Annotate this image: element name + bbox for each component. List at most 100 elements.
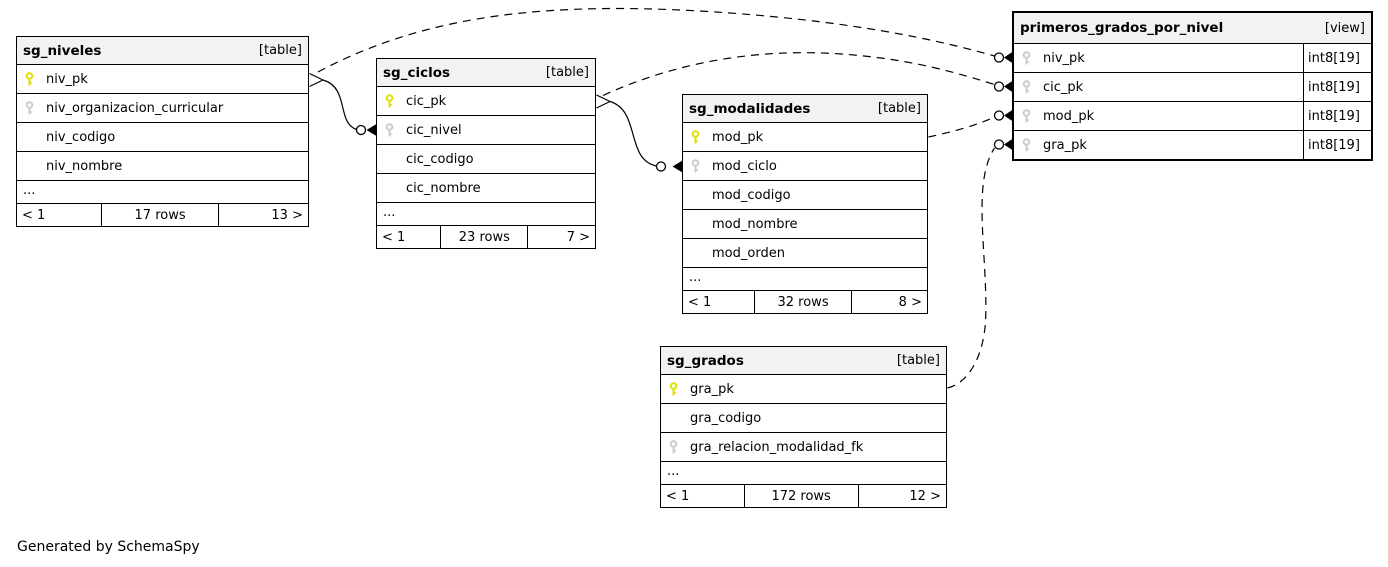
generated-by-note: Generated by SchemaSpy — [17, 539, 200, 555]
primary-key-icon — [382, 93, 406, 109]
column-name: mod_orden — [712, 245, 785, 261]
pager-next: 13 > — [217, 204, 308, 226]
entity-header: sg_grados [table] — [661, 347, 946, 374]
foreign-key-icon — [666, 439, 690, 455]
entity-header: sg_ciclos [table] — [377, 59, 595, 86]
fk-line-niveles-ciclos — [322, 79, 357, 131]
column-row: cic_nivel — [377, 115, 595, 144]
column-row: mod_codigo — [683, 180, 927, 209]
column-row: cic_nombre — [377, 173, 595, 202]
view-link-grados — [947, 147, 996, 389]
column-type: int8[19] — [1303, 102, 1371, 130]
column-row: mod_nombre — [683, 209, 927, 238]
column-name: niv_codigo — [46, 129, 116, 145]
cardinality-circle — [655, 161, 667, 172]
column-row: gra_pk int8[19] — [1014, 130, 1371, 159]
primary-key-icon — [22, 71, 46, 87]
column-name: gra_codigo — [690, 410, 762, 426]
pager-prev: < 1 — [22, 207, 46, 223]
column-name: mod_pk — [1043, 108, 1095, 124]
entity-sg_niveles[interactable]: sg_niveles [table] niv_pk niv_organizacion_… — [16, 36, 309, 227]
row-count: 17 rows — [101, 204, 217, 226]
column-name: niv_pk — [1043, 50, 1085, 66]
column-row: gra_relacion_modalidad_fk — [661, 432, 946, 461]
arrowhead-cic-nivel — [366, 124, 377, 136]
column-name: cic_nombre — [406, 180, 481, 196]
cardinality-circle — [993, 110, 1005, 121]
column-name: cic_pk — [406, 93, 447, 109]
entity-kind: [table] — [545, 65, 589, 80]
entity-name[interactable]: sg_grados — [667, 352, 744, 369]
column-type: int8[19] — [1303, 73, 1371, 101]
column-name: mod_ciclo — [712, 158, 777, 174]
view-link-ciclos — [602, 52, 995, 97]
row-count: 172 rows — [743, 485, 858, 507]
column-row: gra_pk — [661, 374, 946, 403]
arrowhead-view-mod-pk — [1004, 109, 1013, 122]
column-type: int8[19] — [1303, 131, 1371, 159]
entity-sg_modalidades[interactable]: sg_modalidades [table] mod_pk mod_ciclo mod_… — [682, 94, 928, 314]
more-columns-ellipsis: ... — [683, 267, 927, 290]
entity-name[interactable]: sg_ciclos — [383, 64, 451, 81]
entity-header: sg_modalidades [table] — [683, 95, 927, 122]
entity-kind: [table] — [877, 101, 921, 116]
foreign-key-icon — [1019, 137, 1043, 153]
column-row: mod_orden — [683, 238, 927, 267]
column-row: cic_pk int8[19] — [1014, 72, 1371, 101]
entity-sg_grados[interactable]: sg_grados [table] gra_pk gra_codigo gra_rela… — [660, 346, 947, 508]
column-row: niv_codigo — [17, 122, 308, 151]
entity-name[interactable]: sg_modalidades — [689, 100, 811, 117]
cardinality-circle — [355, 124, 367, 136]
foreign-key-icon — [1019, 50, 1043, 66]
entity-name[interactable]: primeros_grados_por_nivel — [1020, 20, 1224, 36]
column-row: mod_pk — [683, 122, 927, 151]
column-row: gra_codigo — [661, 403, 946, 432]
cardinality-circle — [993, 52, 1005, 63]
column-name: cic_pk — [1043, 79, 1084, 95]
primary-key-icon — [666, 381, 690, 397]
column-name: gra_relacion_modalidad_fk — [690, 439, 864, 455]
column-name: mod_codigo — [712, 187, 791, 203]
primary-key-icon — [688, 129, 712, 145]
column-name: niv_pk — [46, 71, 88, 87]
arrowhead-view-cic-pk — [1004, 80, 1013, 93]
pager-prev: < 1 — [382, 229, 406, 245]
cardinality-circle — [993, 139, 1005, 150]
pager-next: 8 > — [851, 291, 927, 313]
row-count: 32 rows — [753, 291, 852, 313]
column-name: niv_organizacion_curricular — [46, 100, 224, 116]
column-name: gra_pk — [1043, 137, 1087, 153]
entity-kind: [table] — [896, 353, 940, 368]
column-name: mod_pk — [712, 129, 764, 145]
view-link-niveles — [317, 7, 995, 73]
pager-next: 7 > — [527, 226, 595, 248]
crowfoot-niveles — [309, 72, 324, 88]
arrowhead-mod-ciclo — [672, 160, 683, 173]
column-row: mod_ciclo — [683, 151, 927, 180]
entity-name[interactable]: sg_niveles — [23, 42, 102, 59]
column-row: niv_nombre — [17, 151, 308, 180]
entity-kind: [table] — [258, 43, 302, 58]
column-row: niv_organizacion_curricular — [17, 93, 308, 122]
column-row: cic_codigo — [377, 144, 595, 173]
foreign-key-icon — [688, 158, 712, 174]
entity-header: primeros_grados_por_nivel [view] — [1014, 13, 1371, 43]
column-row: mod_pk int8[19] — [1014, 101, 1371, 130]
foreign-key-icon — [382, 122, 406, 138]
pager-prev: < 1 — [666, 488, 690, 504]
row-count: 23 rows — [440, 226, 527, 248]
column-name: gra_pk — [690, 381, 734, 397]
pager-next: 12 > — [857, 485, 946, 507]
entity-kind: [view] — [1324, 20, 1365, 36]
arrowhead-view-niv-pk — [1004, 51, 1013, 64]
column-name: mod_nombre — [712, 216, 798, 232]
